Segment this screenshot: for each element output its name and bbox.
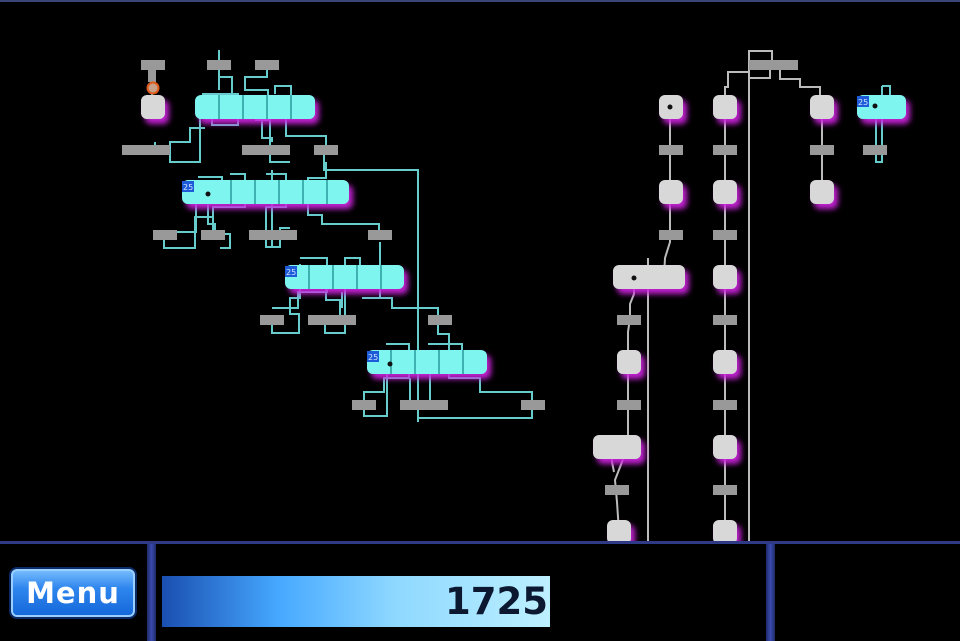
node[interactable] — [593, 435, 641, 459]
node[interactable] — [617, 350, 641, 374]
node[interactable] — [810, 180, 834, 204]
node[interactable] — [659, 180, 683, 204]
connector-tile — [659, 230, 683, 240]
connector-tile — [201, 230, 225, 240]
connector-tile — [617, 315, 641, 325]
score-value: 1725 — [445, 580, 548, 623]
level-badges: 25 25 25 25 — [182, 96, 869, 362]
connector-tile — [314, 145, 338, 155]
score-bar: 1725 — [162, 576, 550, 627]
connector-tile — [249, 230, 297, 240]
connector-tile — [428, 315, 452, 325]
connector-tile — [207, 60, 231, 70]
connector-tile — [713, 485, 737, 495]
level-badge: 25 — [858, 98, 868, 107]
level-badge: 25 — [183, 183, 193, 192]
connector-tile — [122, 145, 170, 155]
node[interactable] — [713, 180, 737, 204]
connector-tile — [713, 145, 737, 155]
active-node[interactable] — [182, 180, 349, 204]
connector-tile — [810, 145, 834, 155]
active-node[interactable] — [195, 95, 315, 119]
node[interactable] — [607, 520, 631, 543]
game-board[interactable]: 25 25 25 25 — [0, 0, 960, 543]
node[interactable] — [713, 520, 737, 543]
inactive-nodes — [141, 95, 834, 543]
connector-tile — [617, 400, 641, 410]
connector-tile — [255, 60, 279, 70]
hud-divider — [766, 544, 775, 641]
connector-tile — [521, 400, 545, 410]
node[interactable] — [713, 265, 737, 289]
hud-divider — [147, 544, 156, 641]
active-node[interactable] — [285, 265, 404, 289]
connector-tile — [605, 485, 629, 495]
selection-marker[interactable] — [146, 81, 160, 95]
connector-tile — [713, 230, 737, 240]
node[interactable] — [713, 435, 737, 459]
connector-tile — [368, 230, 392, 240]
node[interactable] — [810, 95, 834, 119]
connector-tile — [659, 145, 683, 155]
connector-tile — [148, 68, 156, 82]
active-node[interactable] — [857, 95, 906, 119]
connector-tile — [308, 315, 356, 325]
circuit-canvas: 25 25 25 25 — [122, 50, 906, 543]
level-badge: 25 — [286, 268, 296, 277]
node[interactable] — [141, 95, 165, 119]
connector-tile — [400, 400, 448, 410]
connector-tile — [713, 400, 737, 410]
hud-bar: Menu 1725 — [0, 541, 960, 641]
inactive-wires — [611, 50, 823, 543]
node[interactable] — [613, 265, 685, 289]
level-badge: 25 — [368, 353, 378, 362]
connector-tile — [153, 230, 177, 240]
active-nodes — [182, 95, 906, 374]
connector-tile — [863, 145, 887, 155]
connector-tile — [713, 315, 737, 325]
menu-button[interactable]: Menu — [9, 567, 137, 619]
node[interactable] — [713, 95, 737, 119]
connector-tile — [260, 315, 284, 325]
node[interactable] — [713, 350, 737, 374]
connector-tiles — [122, 60, 887, 495]
connector-tile — [242, 145, 290, 155]
active-wires — [135, 50, 891, 422]
connector-tile — [749, 60, 798, 70]
wire-endpoints — [205, 103, 878, 367]
connector-tile — [141, 60, 165, 70]
active-node[interactable] — [367, 350, 487, 374]
connector-tile — [352, 400, 376, 410]
